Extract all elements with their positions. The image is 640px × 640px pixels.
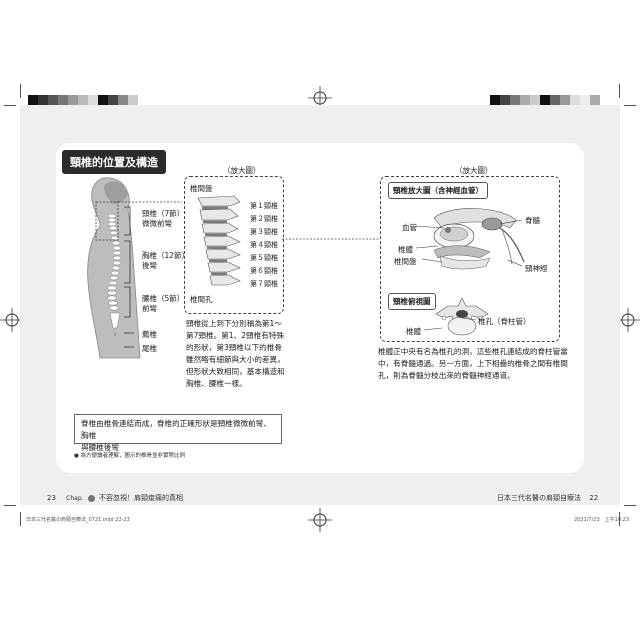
cervical-label: 頸椎（7節）微微前彎: [142, 209, 185, 228]
chapter-label: Chap.: [66, 495, 84, 502]
vertebra-top-view-illustration: [435, 297, 489, 336]
label-leaders-2: [423, 317, 477, 331]
footer-left: 23 Chap. 不容忽視！肩頸痠痛的真相: [47, 493, 183, 503]
vertebra-label-c1: 第１頸椎: [250, 202, 278, 210]
registration-mark-right: [616, 308, 640, 332]
page-number-right: 22: [589, 494, 599, 502]
vertebra-nerve-illustration: [433, 208, 525, 270]
section1-title: 頸椎放大圖（含神經血管）: [388, 182, 488, 199]
label-spinal-cord: 脊髓: [525, 216, 540, 225]
label-disc: 椎間盤: [394, 257, 417, 266]
spine-brackets: [124, 206, 134, 348]
trim-mark: [20, 84, 21, 98]
label-canal: 椎孔（脊柱管）: [478, 317, 531, 326]
label-nerve: 頸神經: [525, 264, 548, 273]
slug-right: 2021/7/23 上午10:23: [574, 517, 630, 523]
footer-right-text: 日本三代名醫の肩頸自療法: [497, 494, 581, 502]
cervical-vertebrae-illustration: [197, 195, 241, 286]
page-number-left: 23: [47, 494, 56, 502]
zoom-label-right: （放大圖）: [455, 166, 493, 175]
right-paragraph: 椎體正中央有名為椎孔的洞，這些椎孔連結成的脊柱管當 中，有脊髓通過。另一方面，上…: [378, 347, 568, 380]
note-box: 脊椎由椎骨連結而成，脊椎的正確形狀是頸椎微微前彎、胸椎 與腰椎後彎: [74, 414, 282, 452]
vertebra-label-c6: 第６頸椎: [250, 267, 278, 275]
trim-mark: [20, 512, 21, 526]
vertebra-label-c3: 第３頸椎: [250, 228, 278, 236]
label-vessel: 血管: [402, 223, 417, 232]
zoom-label-left: （放大圖）: [223, 166, 261, 175]
coccyx-label: 尾椎: [142, 344, 157, 353]
disc-label: 椎間盤: [190, 184, 213, 193]
caption: ● 為方便讀者理解，圖示的椎骨並非實際比例: [74, 453, 186, 459]
zoom-connector-left: [118, 201, 182, 203]
section2-title: 頸椎俯視圖: [388, 293, 436, 310]
cervical-zoom-panel: [184, 176, 284, 314]
detail-zoom-panel: [380, 176, 560, 342]
vertebra-label-c5: 第５頸椎: [250, 254, 278, 262]
trim-mark: [4, 105, 16, 106]
trim-mark: [624, 105, 636, 106]
vertebra-label-c4: 第４頸椎: [250, 241, 278, 249]
trim-mark: [624, 505, 636, 506]
thoracic-label: 胸椎（12節）後彎: [142, 251, 190, 270]
color-bar-left: [28, 90, 138, 109]
sacrum-label: 薦椎: [142, 330, 157, 339]
trim-mark: [4, 505, 16, 506]
label-body-1: 椎體: [398, 245, 413, 254]
registration-mark-bottom: [308, 508, 332, 532]
vertebra-label-c7: 第７頸椎: [250, 280, 278, 288]
trim-mark: [619, 84, 620, 98]
chapter-icon: [87, 494, 95, 502]
slug-left: 日本三代名醫の肩頸自療法_0721.indd 22-23: [26, 517, 130, 523]
vertebra-label-c2: 第２頸椎: [250, 215, 278, 223]
color-bar-right: [490, 90, 600, 109]
zoom-connector-center: [282, 238, 380, 240]
vertebra-labels: 第１頸椎 第２頸椎 第３頸椎 第４頸椎 第５頸椎 第６頸椎 第７頸椎: [250, 200, 278, 291]
body-spine-illustration: [87, 177, 141, 359]
footer-right: 日本三代名醫の肩頸自療法 22: [497, 493, 598, 503]
label-leaders-1: [415, 219, 523, 267]
left-paragraph: 頸椎從上到下分別稱為第1～ 第7頸椎。第1、2頸椎有特殊 的形狀，第3頸椎以下的…: [186, 319, 285, 388]
label-body-2: 椎體: [406, 327, 421, 336]
lumbar-label: 腰椎（5節）前彎: [142, 294, 185, 313]
foramen-label: 椎間孔: [190, 295, 213, 304]
footer-left-text: 不容忽視！肩頸痠痛的真相: [99, 494, 184, 502]
trim-mark: [619, 512, 620, 526]
section-title: 頸椎的位置及構造: [62, 150, 166, 174]
